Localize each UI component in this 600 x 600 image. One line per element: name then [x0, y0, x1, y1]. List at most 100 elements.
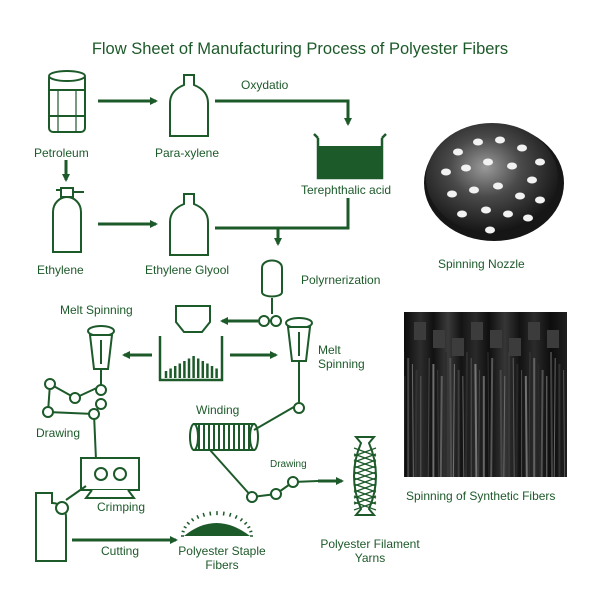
machine-part — [452, 338, 464, 356]
fiber-streak — [462, 375, 465, 477]
bobbin-hatch — [353, 459, 377, 469]
spinning-synthetic-fibers-photo — [404, 312, 567, 477]
fiber-streak — [427, 357, 430, 477]
label-winding: Winding — [196, 403, 240, 417]
nozzle-hole — [527, 176, 537, 184]
bobbin-hatch — [353, 483, 377, 493]
fiber-streak — [515, 363, 519, 477]
nozzle-hole — [441, 168, 451, 176]
fiber-streak — [550, 351, 553, 477]
upper-flow-arrows — [62, 97, 352, 246]
left-drawing-path — [42, 378, 107, 461]
fiber-streak — [540, 369, 544, 477]
fiber-streak — [487, 351, 490, 477]
nozzle-hole — [515, 192, 525, 200]
nozzle-hole — [473, 138, 483, 146]
fiber-streak — [404, 375, 406, 477]
fiber-fuzz — [222, 511, 225, 516]
crimping-machine-icon — [80, 457, 140, 499]
fiber-fuzz — [181, 530, 185, 533]
machine-part — [471, 322, 483, 340]
cutting-machine-icon — [35, 485, 87, 562]
winding-drum-icon — [189, 423, 259, 451]
fiber-streak — [474, 363, 478, 477]
fiber-streak — [553, 357, 556, 477]
label-drawing-right: Drawing — [270, 459, 307, 470]
fiber-streak — [437, 369, 440, 477]
fiber-fuzz — [234, 514, 238, 519]
nozzle-hole — [535, 196, 545, 204]
ethylene-cylinder-icon — [52, 187, 84, 253]
label-polyester-staple-fibers: Polyester Staple Fibers — [178, 544, 266, 572]
fiber-streak — [512, 357, 515, 477]
fiber-streak — [465, 351, 468, 477]
nozzle-hole — [523, 214, 533, 222]
label-spinning-of-synthetic-fibers: Spinning of Synthetic Fibers — [406, 489, 556, 503]
bobbin-hatch — [353, 465, 377, 475]
label-ethylene: Ethylene — [37, 263, 84, 277]
label-oxydatio: Oxydatio — [241, 78, 289, 92]
bobbin-hatch — [353, 447, 377, 457]
nozzle-hole — [503, 210, 513, 218]
label-terephthalic-acid: Terephthalic acid — [301, 183, 392, 197]
spinning-nozzle-photo — [420, 110, 570, 260]
fiber-fuzz — [196, 514, 200, 519]
bobbin-hatch — [353, 501, 377, 511]
nozzle-hole — [535, 158, 545, 166]
fiber-fuzz — [202, 512, 206, 517]
label-polymerization: Polyrnerization — [301, 273, 381, 287]
fiber-streak — [424, 351, 427, 477]
label-para-xylene: Para-xylene — [155, 146, 220, 160]
fiber-streak — [528, 351, 531, 477]
diagram-title: Flow Sheet of Manufacturing Process of P… — [91, 40, 509, 58]
right-spinneret-icon — [285, 317, 313, 404]
polymerization-vessel-icon — [258, 259, 283, 327]
label-melt-spinning-left: Melt Spinning — [60, 303, 133, 317]
fiber-fuzz — [186, 521, 191, 525]
petroleum-barrel-icon — [48, 70, 86, 133]
nozzle-hole — [507, 162, 517, 170]
label-polyester-filament-yarns: Polyester Filament Yarns — [320, 537, 420, 565]
fiber-fuzz — [239, 517, 244, 522]
nozzle-hole — [517, 144, 527, 152]
nozzle-hole — [493, 182, 503, 190]
ethylene-glycol-bottle-icon — [169, 193, 209, 256]
nozzle-hole — [495, 136, 505, 144]
nozzle-hole — [485, 226, 495, 234]
bobbin-hatch — [353, 453, 377, 463]
label-melt-spinning-right: Melt Spinning — [318, 343, 365, 371]
nozzle-hole — [469, 186, 479, 194]
nozzle-hole — [453, 148, 463, 156]
label-spinning-nozzle: Spinning Nozzle — [438, 257, 525, 271]
fiber-streak — [478, 369, 481, 477]
para-xylene-bottle-icon — [169, 74, 209, 137]
label-drawing-left: Drawing — [36, 426, 81, 440]
bobbin-hatch — [353, 471, 377, 481]
bobbin-hatch — [353, 489, 377, 499]
machine-part — [490, 330, 502, 348]
fiber-streak — [537, 363, 540, 477]
fiber-streak — [449, 357, 453, 477]
machine-part — [547, 330, 559, 348]
nozzle-hole — [483, 158, 493, 166]
bobbin-hatch — [353, 495, 377, 505]
fiber-streak — [411, 363, 414, 477]
machine-part — [433, 330, 445, 348]
fiber-fuzz — [209, 511, 212, 516]
fiber-streak — [503, 375, 506, 477]
machine-part — [528, 322, 540, 340]
fiber-streak — [439, 375, 443, 477]
staple-fibers-pile-icon — [181, 511, 253, 537]
spinning-pack-icon — [158, 305, 224, 382]
label-crimping: Crimping — [97, 500, 146, 514]
fiber-streak — [414, 369, 418, 477]
fiber-streak — [499, 369, 503, 477]
terephthalic-acid-tank-icon — [313, 133, 387, 180]
fiber-fuzz — [247, 525, 251, 529]
fiber-streak — [524, 375, 528, 477]
fiber-streak — [452, 363, 455, 477]
bobbin-hatch — [353, 477, 377, 487]
label-petroleum: Petroleum — [34, 146, 89, 160]
fiber-fuzz — [183, 525, 187, 529]
